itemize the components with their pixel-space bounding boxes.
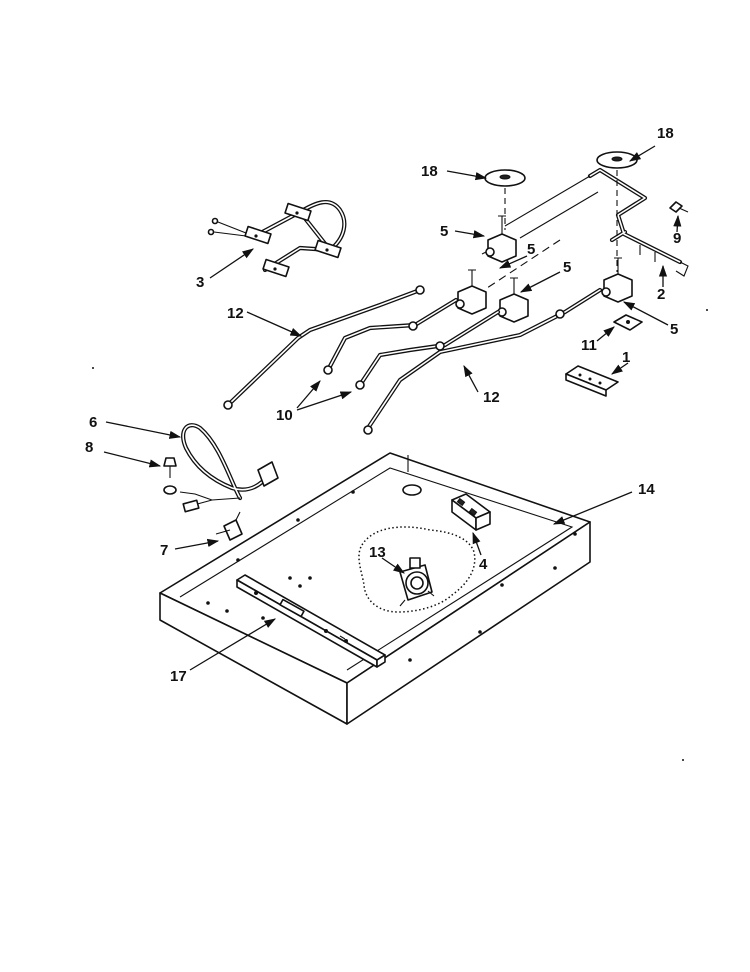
- gasket: [613, 314, 643, 331]
- callout-1: 1: [622, 349, 630, 366]
- ground-screw: [163, 457, 177, 495]
- burner-caps: [484, 151, 638, 187]
- burner-valves: [455, 170, 633, 323]
- leader-lines: [103, 145, 682, 671]
- callout-5-d: 5: [670, 321, 678, 338]
- callout-7: 7: [160, 542, 168, 559]
- callout-labels: 18 18 5 5 5 5 9 2 3 12 12 10 11 1 6 8 7 …: [85, 125, 681, 685]
- callout-3: 3: [196, 274, 204, 291]
- wire-harness: [207, 200, 347, 278]
- callout-12-left: 12: [227, 305, 244, 322]
- callout-11: 11: [581, 337, 597, 354]
- callout-6: 6: [89, 414, 97, 431]
- gas-manifold: [504, 167, 689, 277]
- center-valve: [399, 557, 435, 607]
- base-pan: [159, 452, 591, 725]
- callout-18-right: 18: [657, 125, 674, 142]
- callout-4: 4: [479, 556, 488, 573]
- callout-18-left: 18: [421, 163, 438, 180]
- connector: [215, 511, 243, 541]
- callout-5-c: 5: [563, 259, 571, 276]
- bracket: [565, 365, 619, 397]
- callout-9: 9: [673, 230, 681, 247]
- front-rail: [236, 574, 386, 668]
- callout-17: 17: [170, 668, 187, 685]
- callout-5-b: 5: [527, 241, 535, 258]
- callout-13: 13: [369, 544, 386, 561]
- callout-5-a: 5: [440, 223, 448, 240]
- callout-14: 14: [638, 481, 655, 498]
- power-cord: [179, 423, 279, 513]
- switch-block: [451, 493, 491, 531]
- callout-2: 2: [657, 286, 665, 303]
- screw-9: [669, 201, 689, 213]
- callout-12-right: 12: [483, 389, 500, 406]
- gas-tubes: [223, 285, 603, 435]
- callout-8: 8: [85, 439, 93, 456]
- callout-10: 10: [276, 407, 293, 424]
